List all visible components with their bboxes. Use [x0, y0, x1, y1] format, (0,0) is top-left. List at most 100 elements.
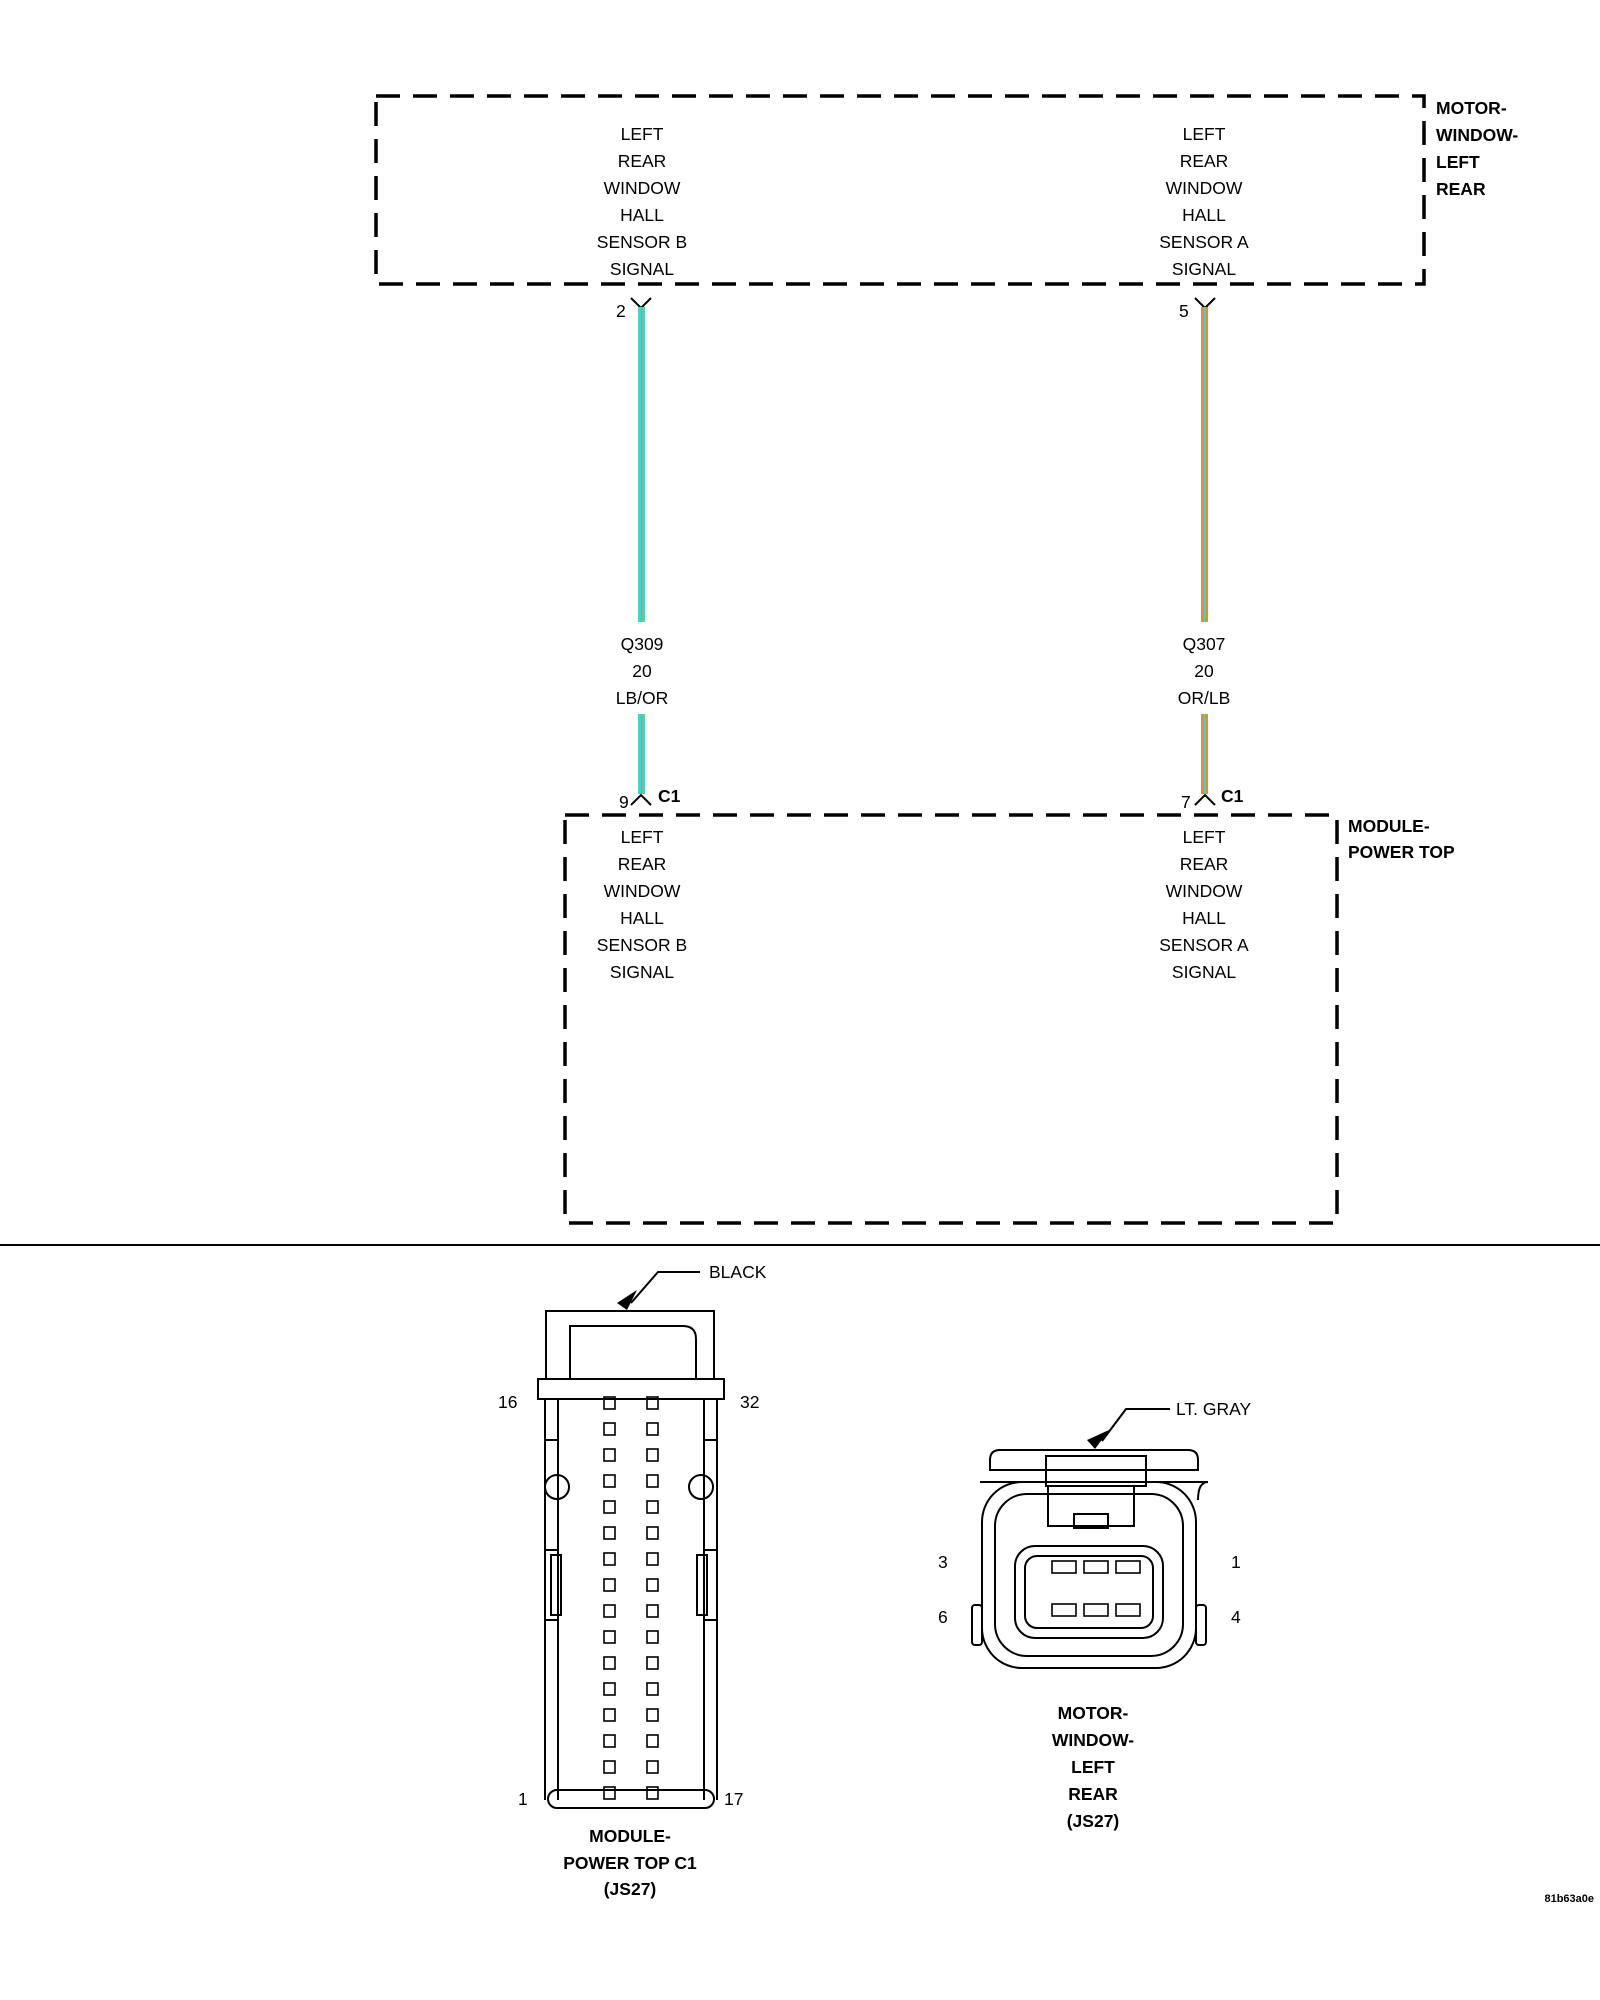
pin-cavity — [1115, 1603, 1141, 1617]
connector-lock-right — [688, 1474, 714, 1500]
pin-terminal-icon — [630, 297, 652, 310]
module-pin-number-a: 7 — [1181, 792, 1191, 812]
caption-line: MODULE- — [589, 1826, 671, 1846]
function-line: HALL — [620, 205, 664, 225]
pin-cavity — [1083, 1560, 1109, 1574]
pin-cavity — [646, 1500, 659, 1514]
connector-rib-left — [971, 1604, 983, 1646]
motor-connector-view: LT. GRAY 3 1 6 4 MOTOR- WINDOW- LEFT REA… — [938, 1399, 1252, 1831]
pin-cavity — [646, 1760, 659, 1774]
pin-cavity — [646, 1474, 659, 1488]
function-line: REAR — [1180, 151, 1229, 171]
function-line: LEFT — [1183, 827, 1226, 847]
caption-line: REAR — [1068, 1784, 1118, 1804]
wire-gauge: 20 — [632, 661, 652, 681]
function-line: SIGNAL — [1172, 962, 1236, 982]
function-line: REAR — [1180, 854, 1229, 874]
wire-q309 — [638, 307, 645, 794]
connector-rib-right — [1195, 1604, 1207, 1646]
wire-color-code: OR/LB — [1178, 688, 1231, 708]
connector-lock-nub — [1073, 1513, 1109, 1529]
connector-cavity-block — [1014, 1545, 1164, 1639]
pin-cavity — [603, 1578, 616, 1592]
connector-cavities — [603, 1396, 659, 1800]
pin-cavity — [646, 1604, 659, 1618]
motor-component-outline — [374, 94, 1426, 286]
pin-cavity — [603, 1422, 616, 1436]
motor-pin-number-a: 5 — [1179, 301, 1189, 321]
function-line: SIGNAL — [610, 259, 674, 279]
function-line: WINDOW — [1166, 881, 1243, 901]
pin-cavity — [646, 1656, 659, 1670]
connector-outer-shell — [981, 1481, 1197, 1669]
connector-cap — [980, 1481, 1209, 1501]
module-component-outline — [563, 813, 1339, 1225]
pin-cavity — [646, 1708, 659, 1722]
motor-name-line: REAR — [1436, 179, 1486, 199]
motor-name-line: LEFT — [1436, 152, 1480, 172]
corner-pin-number: 6 — [938, 1607, 948, 1627]
function-line: SENSOR A — [1159, 935, 1249, 955]
wire-q309-label: Q309 20 LB/OR — [616, 634, 669, 708]
connector-cavity-inner — [1024, 1555, 1154, 1629]
module-c1-caption: MODULE- POWER TOP C1 (JS27) — [563, 1826, 697, 1899]
pin-terminal-icon — [1194, 793, 1216, 806]
motor-pin-b-function: LEFT REAR WINDOW HALL SENSOR B SIGNAL — [597, 124, 687, 279]
module-name-label: MODULE- POWER TOP — [1348, 816, 1455, 862]
pin-cavity — [603, 1656, 616, 1670]
wire-color-code: LB/OR — [616, 688, 669, 708]
pin-cavity — [646, 1630, 659, 1644]
pin-cavity — [603, 1526, 616, 1540]
color-callout: LT. GRAY — [1087, 1399, 1252, 1449]
motor-pin-a-function: LEFT REAR WINDOW HALL SENSOR A SIGNAL — [1159, 124, 1249, 279]
function-line: HALL — [620, 908, 664, 928]
corner-pin-number: 32 — [740, 1392, 759, 1412]
connector-top-latch — [989, 1449, 1199, 1471]
wire-tracer — [1204, 307, 1206, 622]
connector-latch — [545, 1310, 715, 1380]
pin-cavity — [603, 1552, 616, 1566]
arrow-icon — [617, 1290, 637, 1310]
function-line: HALL — [1182, 908, 1226, 928]
connector-inner-shell — [994, 1493, 1184, 1657]
figure-id: 81b63a0e — [1544, 1893, 1594, 1905]
pin-cavity — [603, 1682, 616, 1696]
connector-ribs — [545, 1439, 717, 1621]
pin-cavity — [1115, 1560, 1141, 1574]
function-line: HALL — [1182, 205, 1226, 225]
wire-tracer — [641, 714, 643, 794]
caption-line: MOTOR- — [1058, 1703, 1129, 1723]
pin-terminal-icon — [1194, 297, 1216, 310]
module-pin-a-function: LEFT REAR WINDOW HALL SENSOR A SIGNAL — [1159, 827, 1249, 982]
function-line: SENSOR B — [597, 232, 687, 252]
module-pin-b-function: LEFT REAR WINDOW HALL SENSOR B SIGNAL — [597, 827, 687, 982]
module-name-line: MODULE- — [1348, 816, 1430, 836]
pin-terminal-icon — [630, 793, 652, 806]
pin-cavity — [603, 1630, 616, 1644]
module-c1-connector-body — [537, 1310, 725, 1809]
pin-cavity — [603, 1500, 616, 1514]
corner-pin-number: 16 — [498, 1392, 517, 1412]
pin-cavity — [646, 1396, 659, 1410]
pin-cavity — [603, 1448, 616, 1462]
connector-key-left — [550, 1554, 562, 1616]
module-pin-number-b: 9 — [619, 792, 629, 812]
pin-cavity — [603, 1760, 616, 1774]
module-component: 9 7 C1 C1 MODULE- POWER TOP LEFT REAR WI… — [563, 786, 1455, 1225]
pin-cavity — [646, 1786, 659, 1800]
function-line: SENSOR B — [597, 935, 687, 955]
caption-line: (JS27) — [604, 1879, 657, 1899]
motor-connector-body — [971, 1449, 1209, 1669]
connector-shoulder — [537, 1378, 725, 1400]
caption-line: WINDOW- — [1052, 1730, 1134, 1750]
pin-cavity — [603, 1708, 616, 1722]
connector-color-label: BLACK — [709, 1262, 767, 1282]
motor-name-label: MOTOR- WINDOW- LEFT REAR — [1436, 98, 1518, 199]
function-line: SIGNAL — [1172, 259, 1236, 279]
motor-component: MOTOR- WINDOW- LEFT REAR LEFT REAR WINDO… — [374, 94, 1518, 321]
wire-tracer — [1204, 714, 1206, 794]
connector-label: C1 — [658, 786, 681, 806]
pin-cavity — [646, 1448, 659, 1462]
corner-pin-number: 17 — [724, 1789, 743, 1809]
motor-pin-number-b: 2 — [616, 301, 626, 321]
